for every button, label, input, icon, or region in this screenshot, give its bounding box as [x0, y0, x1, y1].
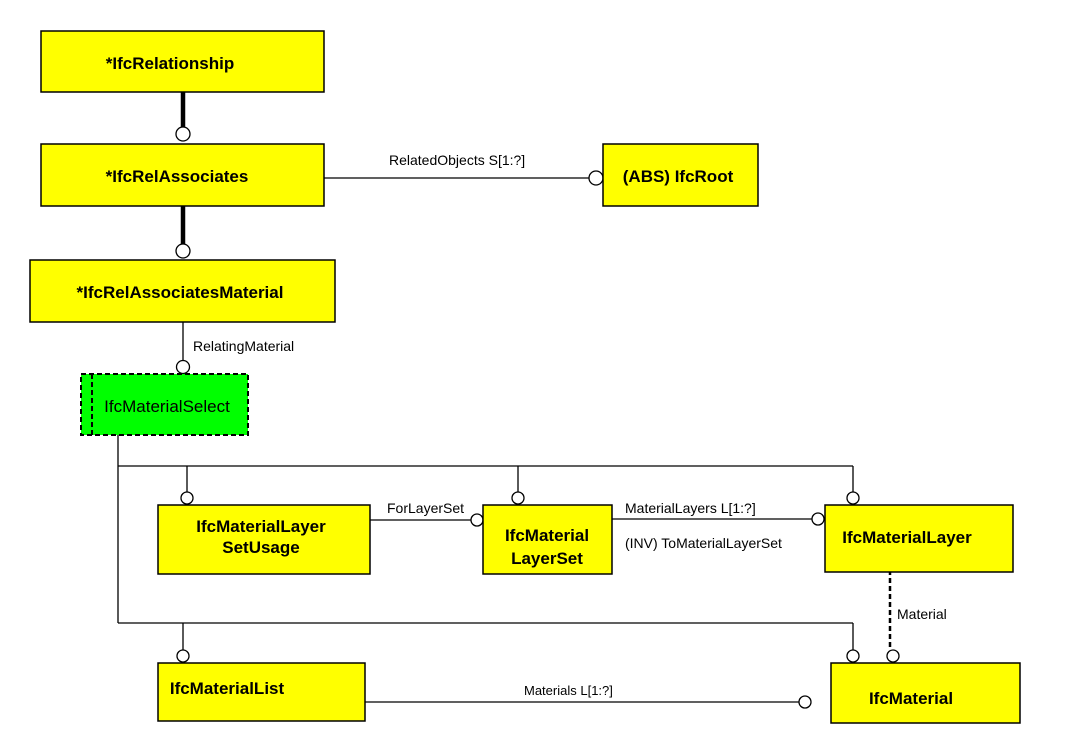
edge-end-circle [180, 491, 194, 505]
node-label-line-1: IfcMaterial [505, 526, 589, 545]
node-label-line-2: SetUsage [222, 538, 299, 557]
edge-end-circle [886, 649, 900, 663]
node-ifc-rel-associates-material[interactable]: *IfcRelAssociatesMaterial [29, 259, 336, 323]
edge-end-circle [175, 126, 191, 142]
node-label-line-2: LayerSet [511, 549, 583, 568]
label-relating-material: RelatingMaterial [193, 338, 294, 354]
node-ifc-root[interactable]: (ABS) IfcRoot [602, 143, 759, 207]
node-ifc-material-select[interactable]: IfcMaterialSelect [80, 373, 249, 436]
node-label: IfcMaterialSelect [104, 397, 230, 416]
label-to-material-layer-set: (INV) ToMaterialLayerSet [625, 535, 782, 551]
node-ifc-material-list[interactable]: IfcMaterialList [157, 662, 366, 722]
edge-end-circle [846, 491, 860, 505]
edge-end-circle [798, 695, 812, 709]
edge-end-circle [811, 512, 825, 526]
edge-end-circle [588, 170, 604, 186]
node-ifc-material[interactable]: IfcMaterial [830, 662, 1021, 724]
label-for-layer-set: ForLayerSet [387, 500, 464, 516]
node-ifc-rel-associates[interactable]: *IfcRelAssociates [40, 143, 325, 207]
node-label: IfcMaterialList [170, 679, 285, 698]
edge-end-circle [176, 649, 190, 663]
label-material: Material [897, 606, 947, 622]
node-label: IfcMaterialLayer [842, 528, 972, 547]
node-ifc-material-layer-set-usage[interactable]: IfcMaterialLayer SetUsage [157, 504, 371, 575]
node-ifc-material-layer[interactable]: IfcMaterialLayer [824, 504, 1014, 573]
node-ifc-relationship[interactable]: *IfcRelationship [40, 30, 325, 93]
node-label-line-1: IfcMaterialLayer [196, 517, 326, 536]
node-label: *IfcRelAssociatesMaterial [77, 283, 284, 302]
edge-end-circle [470, 513, 484, 527]
node-ifc-material-layer-set[interactable]: IfcMaterial LayerSet [482, 504, 613, 575]
edge-end-circle [846, 649, 860, 663]
label-related-objects: RelatedObjects S[1:?] [389, 152, 525, 168]
node-label: IfcMaterial [869, 689, 953, 708]
edge-end-circle [175, 243, 191, 259]
edge-end-circle [511, 491, 525, 505]
label-materials: Materials L[1:?] [524, 683, 613, 698]
edge-end-circle [175, 359, 191, 375]
node-label: *IfcRelAssociates [106, 167, 249, 186]
node-label: (ABS) IfcRoot [623, 167, 734, 186]
node-label: *IfcRelationship [106, 54, 234, 73]
label-material-layers: MaterialLayers L[1:?] [625, 500, 756, 516]
